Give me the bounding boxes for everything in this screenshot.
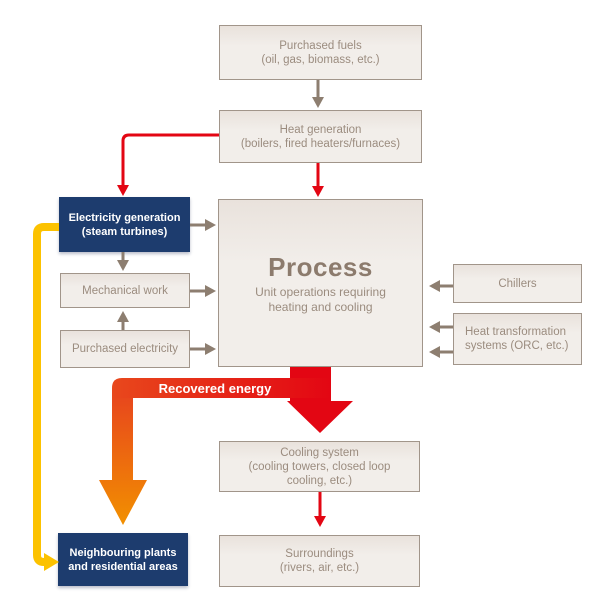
- node-surroundings-line1: Surroundings: [285, 548, 354, 560]
- node-chillers: Chillers: [453, 264, 582, 303]
- node-cooling-system-line3: cooling, etc.): [286, 474, 353, 487]
- node-electricity-generation: Electricity generation (steam turbines): [59, 197, 190, 252]
- arrow-electricity-to-neighbouring: [33, 223, 59, 571]
- arrow-heat-to-electricity: [117, 133, 219, 196]
- node-purchased-fuels-line2: (oil, gas, biomass, etc.): [261, 53, 380, 66]
- node-cooling-system-line1: Cooling system: [280, 446, 359, 459]
- node-purchased-electricity: Purchased electricity: [60, 330, 190, 368]
- node-purchased-fuels-line1: Purchased fuels: [279, 39, 362, 52]
- process-subtitle-line2: heating and cooling: [268, 299, 373, 314]
- node-heat-transformation-line1: Heat transformation: [465, 326, 566, 338]
- node-mechanical-work-line1: Mechanical work: [82, 284, 168, 297]
- node-heat-transformation: Heat transformation systems (ORC, etc.): [453, 313, 582, 365]
- process-title: Process: [268, 251, 373, 282]
- node-cooling-system-line2: (cooling towers, closed loop: [248, 460, 391, 473]
- node-purchased-electricity-line1: Purchased electricity: [71, 343, 179, 355]
- node-purchased-fuels: Purchased fuels (oil, gas, biomass, etc.…: [219, 25, 422, 80]
- node-heat-generation: Heat generation (boilers, fired heaters/…: [219, 110, 422, 163]
- node-surroundings: Surroundings (rivers, air, etc.): [219, 535, 420, 587]
- node-heat-generation-line2: (boilers, fired heaters/furnaces): [240, 137, 401, 150]
- node-electricity-generation-line2: (steam turbines): [81, 225, 168, 238]
- arrow-process-to-cooling-thick: [287, 367, 353, 433]
- node-neighbouring-plants-line1: Neighbouring plants: [69, 546, 177, 559]
- node-mechanical-work: Mechanical work: [60, 273, 190, 308]
- node-heat-transformation-line2: systems (ORC, etc.): [465, 340, 569, 352]
- node-process: Process Unit operations requiring heatin…: [218, 199, 423, 367]
- node-cooling-system: Cooling system (cooling towers, closed l…: [219, 441, 420, 492]
- node-neighbouring-plants: Neighbouring plants and residential area…: [58, 533, 188, 586]
- node-heat-generation-line1: Heat generation: [279, 123, 362, 136]
- process-subtitle-line1: Unit operations requiring: [255, 284, 386, 299]
- node-chillers-line1: Chillers: [498, 277, 537, 290]
- arrow-recovered-to-neighbouring-thick: [99, 398, 147, 525]
- node-surroundings-line2: (rivers, air, etc.): [279, 562, 360, 574]
- recovered-energy-label: Recovered energy: [158, 381, 272, 396]
- node-electricity-generation-line1: Electricity generation: [68, 211, 181, 224]
- node-neighbouring-plants-line2: and residential areas: [68, 560, 178, 573]
